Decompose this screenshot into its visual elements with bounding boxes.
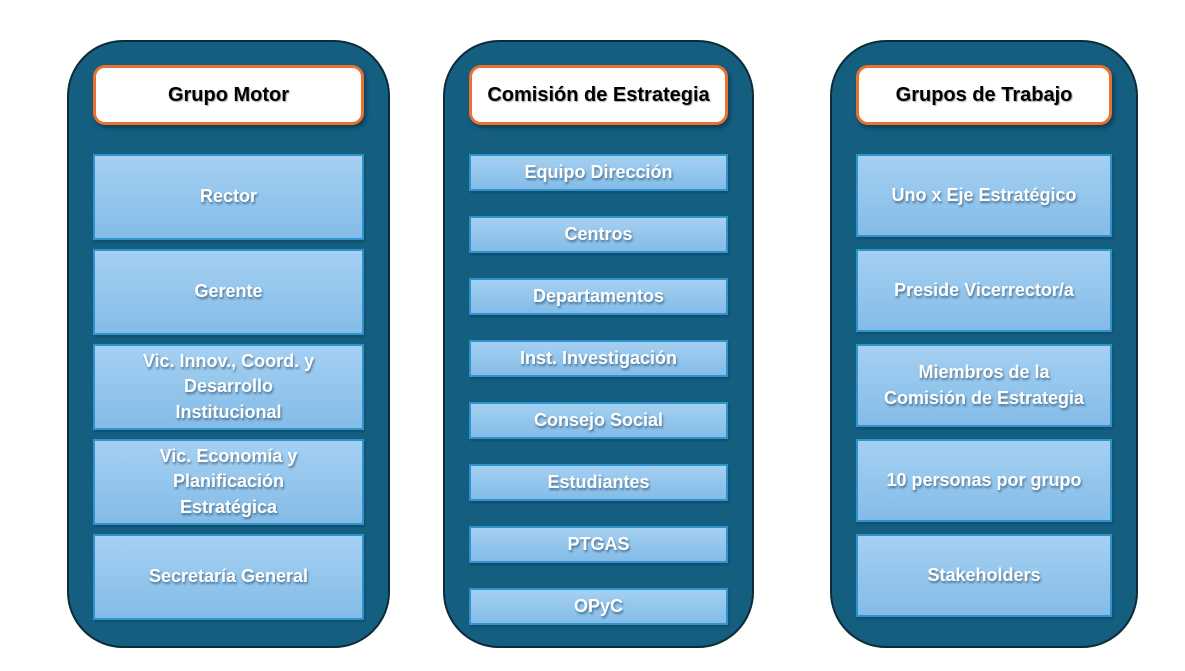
panel-header-grupo-motor: Grupo Motor	[93, 65, 364, 125]
item-label: Estudiantes	[547, 471, 650, 492]
panel-grupo-motor: Grupo Motor Rector Gerente Vic. Innov., …	[67, 40, 390, 648]
item-label: Miembros de la Comisión de Estrategia	[883, 362, 1085, 408]
item-inst-investigacion: Inst. Investigación	[469, 340, 728, 377]
panel-grupos-trabajo: Grupos de Trabajo Uno x Eje Estratégico …	[830, 40, 1138, 648]
item-list-grupos-trabajo: Uno x Eje Estratégico Preside Vicerrecto…	[856, 154, 1112, 617]
item-label: Vic. Economía y Planificación Estratégic…	[159, 446, 298, 517]
item-label: Departamentos	[532, 285, 665, 306]
item-label: 10 personas por grupo	[886, 469, 1082, 490]
item-label: Centros	[564, 223, 633, 244]
panel-header-grupos-trabajo: Grupos de Trabajo	[856, 65, 1112, 125]
item-ptgas: PTGAS	[469, 526, 728, 563]
item-list-grupo-motor: Rector Gerente Vic. Innov., Coord. y Des…	[93, 154, 364, 620]
item-label: Inst. Investigación	[519, 347, 678, 368]
panel-header-comision-estrategia: Comisión de Estrategia	[469, 65, 728, 125]
panel-comision-estrategia: Comisión de Estrategia Equipo Dirección …	[443, 40, 754, 648]
item-10-personas: 10 personas por grupo	[856, 439, 1112, 522]
item-label: Consejo Social	[533, 409, 664, 430]
item-stakeholders: Stakeholders	[856, 534, 1112, 617]
item-rector: Rector	[93, 154, 364, 240]
panel-header-label: Comisión de Estrategia	[487, 83, 710, 106]
item-secretaria-general: Secretaría General	[93, 534, 364, 620]
item-estudiantes: Estudiantes	[469, 464, 728, 501]
item-miembros-comision: Miembros de la Comisión de Estrategia	[856, 344, 1112, 427]
panel-header-label: Grupos de Trabajo	[895, 83, 1073, 106]
item-consejo-social: Consejo Social	[469, 402, 728, 439]
item-centros: Centros	[469, 216, 728, 253]
item-label: Gerente	[194, 281, 263, 302]
item-label: OPyC	[573, 595, 624, 616]
item-preside-vicerrector: Preside Vicerrector/a	[856, 249, 1112, 332]
item-label: Preside Vicerrector/a	[894, 279, 1074, 300]
item-label: Secretaría General	[148, 566, 309, 587]
item-uno-x-eje: Uno x Eje Estratégico	[856, 154, 1112, 237]
item-label: Rector	[199, 186, 257, 207]
item-label: Equipo Dirección	[524, 161, 673, 182]
item-label: Uno x Eje Estratégico	[891, 184, 1077, 205]
item-label: PTGAS	[567, 533, 630, 554]
item-departamentos: Departamentos	[469, 278, 728, 315]
item-list-comision-estrategia: Equipo Dirección Centros Departamentos I…	[469, 154, 728, 625]
item-equipo-direccion: Equipo Dirección	[469, 154, 728, 191]
panel-header-label: Grupo Motor	[167, 83, 290, 106]
item-vic-innovacion: Vic. Innov., Coord. y Desarrollo Institu…	[93, 344, 364, 430]
item-opyc: OPyC	[469, 588, 728, 625]
item-vic-economia: Vic. Economía y Planificación Estratégic…	[93, 439, 364, 525]
item-label: Vic. Innov., Coord. y Desarrollo Institu…	[142, 351, 315, 422]
item-gerente: Gerente	[93, 249, 364, 335]
item-label: Stakeholders	[927, 564, 1041, 585]
